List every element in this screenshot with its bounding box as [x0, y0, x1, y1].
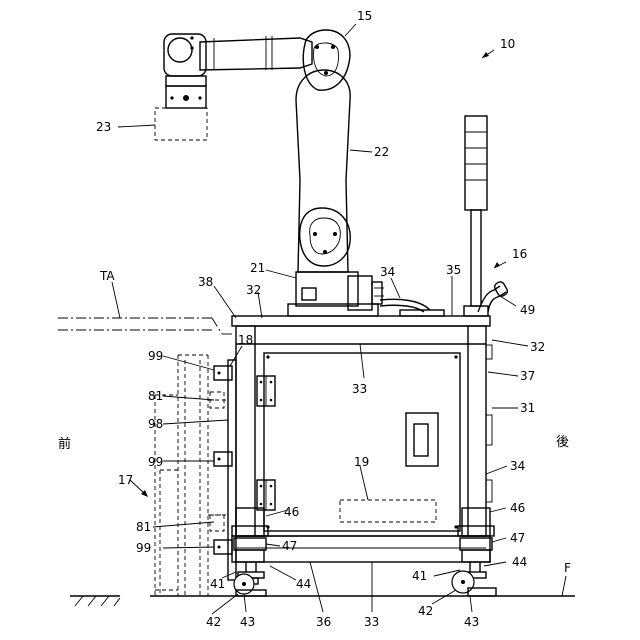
label-38: 38 [198, 275, 213, 289]
table-ta [58, 318, 234, 334]
label-36: 36 [316, 615, 331, 629]
label-46-left: 46 [284, 505, 299, 519]
label-99-bottom: 99 [136, 541, 151, 555]
label-32-top: 32 [246, 283, 261, 297]
label-34-top: 34 [380, 265, 395, 279]
leader-lines [112, 24, 566, 614]
front-wheel-assembly [232, 508, 268, 596]
label-front: 前 [58, 436, 71, 452]
label-f: F [564, 561, 571, 575]
robot-arm [155, 30, 350, 272]
label-33-bottom: 33 [364, 615, 379, 629]
label-rear: 後 [556, 435, 569, 450]
label-98: 98 [148, 417, 163, 431]
label-42-left: 42 [206, 615, 221, 629]
label-99-mid: 99 [148, 455, 163, 469]
label-18: 18 [238, 333, 253, 347]
label-81-top: 81 [148, 389, 163, 403]
stand-35 [400, 290, 452, 316]
handle-49 [478, 280, 509, 312]
label-33-top: 33 [352, 382, 367, 396]
label-41-left: 41 [210, 577, 225, 591]
label-42-right: 42 [418, 604, 433, 618]
label-16: 16 [512, 247, 527, 261]
floor [70, 596, 575, 606]
label-34-right: 34 [510, 459, 525, 473]
cart-body [232, 316, 492, 562]
label-81-bottom: 81 [136, 520, 151, 534]
label-47-left: 47 [282, 539, 297, 553]
rear-wheel-assembly [452, 508, 496, 596]
label-32-right: 32 [530, 340, 545, 354]
label-46-right: 46 [510, 501, 525, 515]
label-44-left: 44 [296, 577, 311, 591]
label-31: 31 [520, 401, 535, 415]
label-44-right: 44 [512, 555, 527, 569]
label-43-left: 43 [240, 615, 255, 629]
label-35: 35 [446, 263, 461, 277]
label-43-right: 43 [464, 615, 479, 629]
label-41-right: 41 [412, 569, 427, 583]
label-15: 15 [357, 9, 372, 23]
label-22: 22 [374, 145, 389, 159]
label-47-right: 47 [510, 531, 525, 545]
label-99-top: 99 [148, 349, 163, 363]
label-ta: TA [99, 269, 115, 283]
label-19: 19 [354, 455, 369, 469]
docking-unit [155, 355, 228, 596]
label-17: 17 [118, 473, 133, 487]
label-37: 37 [520, 369, 535, 383]
label-23: 23 [96, 120, 111, 134]
label-49: 49 [520, 303, 535, 317]
label-10: 10 [500, 37, 515, 51]
signal-tower [464, 116, 488, 316]
label-21: 21 [250, 261, 265, 275]
